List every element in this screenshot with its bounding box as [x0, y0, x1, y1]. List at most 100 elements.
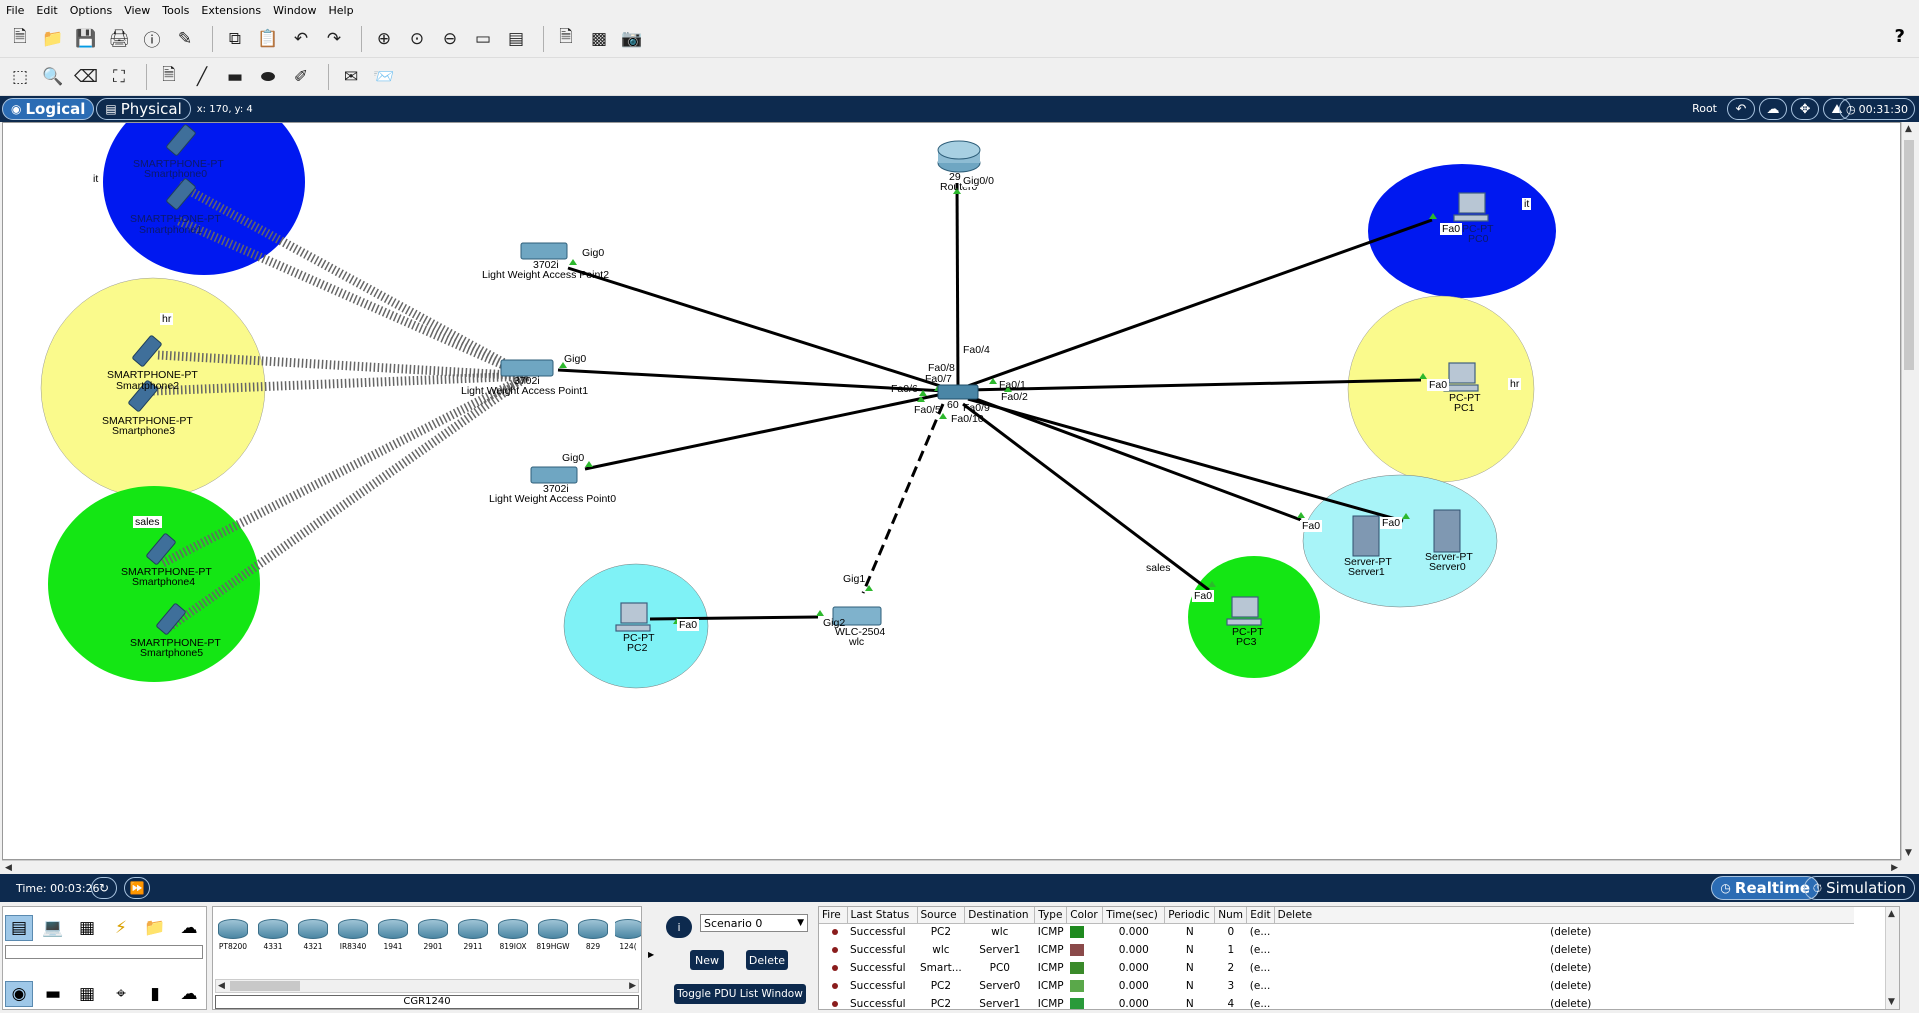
pdu-edit-link[interactable]: (e... [1249, 998, 1271, 1010]
menu-help[interactable]: Help [328, 3, 354, 17]
pdu-delete-link[interactable]: (delete) [1550, 962, 1592, 974]
delete-icon[interactable]: ⌫ [73, 66, 99, 87]
menu-tools[interactable]: Tools [162, 3, 190, 17]
menu-edit[interactable]: Edit [36, 3, 58, 17]
zoom-in-icon[interactable]: ⊕ [376, 28, 392, 49]
network-devices-icon[interactable]: ▤ [5, 915, 33, 941]
pdu-fire-cell[interactable] [819, 941, 847, 959]
screenshot-icon[interactable]: 📷 [621, 28, 643, 49]
menu-file[interactable]: File [6, 3, 25, 17]
notes-icon[interactable]: 🗎 [559, 27, 573, 47]
miscellaneous-icon[interactable]: 📁 [144, 918, 166, 938]
logical-workspace[interactable]: it hr sales it hr sales SMARTPHONE-PT Sm… [2, 122, 1901, 860]
scroll-right-icon[interactable]: ▶ [629, 981, 636, 991]
device-tile-2911[interactable]: 2911 [455, 909, 491, 951]
scroll-down-icon[interactable]: ▼ [1888, 997, 1895, 1007]
paste-icon[interactable]: 📋 [257, 28, 279, 49]
freeform-icon[interactable]: ✐ [293, 66, 309, 87]
wan-emulation-icon[interactable]: ☁ [180, 984, 198, 1004]
device-tile-829[interactable]: 829 [575, 909, 611, 951]
pdu-edit-link[interactable]: (e... [1249, 980, 1271, 992]
pdu-col-delete[interactable]: Delete [1274, 907, 1855, 924]
inspect-icon[interactable]: 🔍 [42, 66, 64, 87]
device-tile-ir8340[interactable]: IR8340 [335, 909, 371, 951]
power-cycle-icon[interactable]: ↻ [91, 877, 117, 899]
pdu-edit-link[interactable]: (e... [1249, 944, 1271, 956]
scroll-left-icon[interactable]: ◀ [5, 863, 12, 873]
pdu-row[interactable]: Successful PC2 Server0 ICMP 0.000 N 3 (e… [819, 977, 1854, 995]
pdu-col-type[interactable]: Type [1034, 907, 1068, 924]
help-question-icon[interactable]: ? [1894, 26, 1905, 47]
hubs-icon[interactable]: ▦ [78, 984, 96, 1004]
device-tile-1941[interactable]: 1941 [375, 909, 411, 951]
draw-line-icon[interactable]: ╱ [196, 66, 208, 87]
pdu-col-color[interactable]: Color [1066, 907, 1104, 924]
device-tile-2901[interactable]: 2901 [415, 909, 451, 951]
pdu-col-source[interactable]: Source [917, 907, 966, 924]
complex-pdu-icon[interactable]: 📨 [373, 66, 395, 87]
fast-forward-icon[interactable]: ⏩ [124, 877, 150, 899]
pdu-row[interactable]: Successful PC2 wlc ICMP 0.000 N 0 (e... … [819, 923, 1854, 941]
pdu-delete-link[interactable]: (delete) [1550, 944, 1592, 956]
end-devices-icon[interactable]: 💻 [42, 918, 64, 938]
physical-tab[interactable]: ▤Physical [96, 98, 191, 120]
simulation-mode-button[interactable]: ⏱Simulation [1803, 876, 1915, 900]
pdu-col-periodic[interactable]: Periodic [1164, 907, 1216, 924]
pdu-edit-link[interactable]: (e... [1249, 926, 1271, 939]
select-icon[interactable]: ⬚ [11, 66, 29, 87]
move-icon[interactable]: ✥ [1791, 98, 1819, 120]
scenario-select[interactable]: Scenario 0▼ [700, 914, 808, 932]
pdu-row[interactable]: Successful Smart... PC0 ICMP 0.000 N 2 (… [819, 959, 1854, 977]
menu-extensions[interactable]: Extensions [201, 3, 262, 17]
menu-view[interactable]: View [124, 3, 151, 17]
pdu-col-num[interactable]: Num [1214, 907, 1248, 924]
open-icon[interactable]: 📁 [42, 28, 64, 49]
device-tile-4321[interactable]: 4321 [295, 909, 331, 951]
switches-icon[interactable]: ▬ [44, 984, 62, 1004]
scroll-up-icon[interactable]: ▲ [1888, 909, 1895, 919]
place-note-icon[interactable]: 🗎 [162, 65, 176, 85]
device-tile-1240[interactable]: 124( [615, 909, 641, 951]
device-tile-pt8200[interactable]: PT8200 [215, 909, 251, 951]
pdu-col-edit[interactable]: Edit [1246, 907, 1275, 924]
draw-rectangle-icon[interactable]: ▬ [226, 66, 244, 87]
pdu-list-scrollbar[interactable]: ▲ ▼ [1885, 907, 1899, 1009]
print-icon[interactable]: 🖨 [108, 28, 130, 49]
undo-icon[interactable]: ↶ [293, 28, 309, 49]
info-icon[interactable]: ⓘ [143, 31, 161, 51]
pdu-col-fire[interactable]: Fire [819, 907, 848, 924]
device-list-scrollbar[interactable]: ◀ ▶ [215, 979, 639, 993]
redo-icon[interactable]: ↷ [326, 28, 342, 49]
pdu-delete-link[interactable]: (delete) [1550, 926, 1592, 939]
security-icon[interactable]: ▮ [150, 984, 160, 1004]
workspace-horizontal-scrollbar[interactable]: ◀ ▶ [2, 860, 1901, 874]
menu-options[interactable]: Options [69, 3, 113, 17]
panel-expand-icon[interactable]: ▶ [648, 950, 655, 959]
drawing-palette-icon[interactable]: ▭ [474, 28, 492, 49]
device-tile-819iox[interactable]: 819IOX [495, 909, 531, 951]
scroll-down-icon[interactable]: ▼ [1905, 848, 1912, 858]
pdu-fire-cell[interactable] [819, 923, 847, 941]
resize-icon[interactable]: ⛶ [113, 66, 125, 87]
pdu-delete-link[interactable]: (delete) [1550, 998, 1592, 1010]
pdu-col-time[interactable]: Time(sec) [1102, 907, 1166, 924]
pdu-edit-link[interactable]: (e... [1249, 962, 1271, 974]
routers-icon[interactable]: ◉ [5, 981, 33, 1007]
menu-window[interactable]: Window [273, 3, 317, 17]
scenario-info-icon[interactable]: i [666, 916, 692, 938]
simple-pdu-icon[interactable]: ✉ [343, 66, 359, 87]
multiuser-icon[interactable]: ☁ [180, 918, 198, 938]
activity-wizard-icon[interactable]: ✎ [177, 28, 193, 49]
device-tile-819hgw[interactable]: 819HGW [535, 909, 571, 951]
connections-icon[interactable]: ⚡ [115, 918, 127, 938]
back-icon[interactable]: ↶ [1727, 98, 1755, 120]
delete-scenario-button[interactable]: Delete [746, 950, 788, 970]
zoom-out-icon[interactable]: ⊖ [442, 28, 458, 49]
vertical-scroll-thumb[interactable] [1904, 140, 1914, 370]
scroll-left-icon[interactable]: ◀ [218, 981, 225, 991]
pdu-col-last-status[interactable]: Last Status [847, 907, 918, 924]
copy-icon[interactable]: ⧉ [228, 28, 242, 49]
workspace-vertical-scrollbar[interactable]: ▲ ▼ [1901, 122, 1915, 860]
new-icon[interactable]: 🗎 [13, 27, 27, 47]
draw-ellipse-icon[interactable]: ⬬ [260, 66, 276, 87]
